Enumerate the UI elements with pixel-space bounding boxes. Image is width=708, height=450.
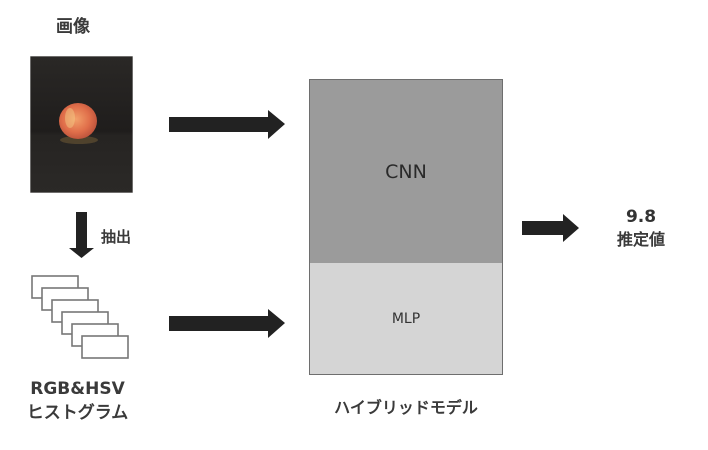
arrow-model-to-output-icon [522, 214, 579, 242]
peach-photo [30, 56, 133, 193]
estimate-label: 推定値 [616, 230, 665, 249]
estimate-value: 9.8 [625, 207, 657, 227]
histogram-label: RGB&HSV ヒストグラム [20, 377, 135, 425]
histogram-stack-icon [31, 275, 129, 359]
histogram-card [81, 335, 129, 359]
input-image-title: 画像 [56, 17, 90, 37]
arrow-histogram-to-mlp-icon [169, 309, 285, 338]
extract-label: 抽出 [101, 228, 132, 246]
hybrid-model-caption: ハイブリッドモデル [334, 398, 478, 417]
hybrid-model-box: CNN MLP [309, 79, 503, 375]
cnn-block: CNN [310, 80, 502, 264]
arrow-down-icon [69, 212, 94, 258]
arrow-image-to-cnn-icon [169, 110, 285, 139]
estimate-output: 9.8 推定値 [596, 206, 686, 252]
cnn-label: CNN [385, 160, 427, 183]
histogram-label-line2: ヒストグラム [26, 403, 129, 423]
histogram-label-line1: RGB&HSV [30, 379, 125, 399]
mlp-label: MLP [391, 310, 421, 327]
mlp-block: MLP [310, 263, 502, 374]
